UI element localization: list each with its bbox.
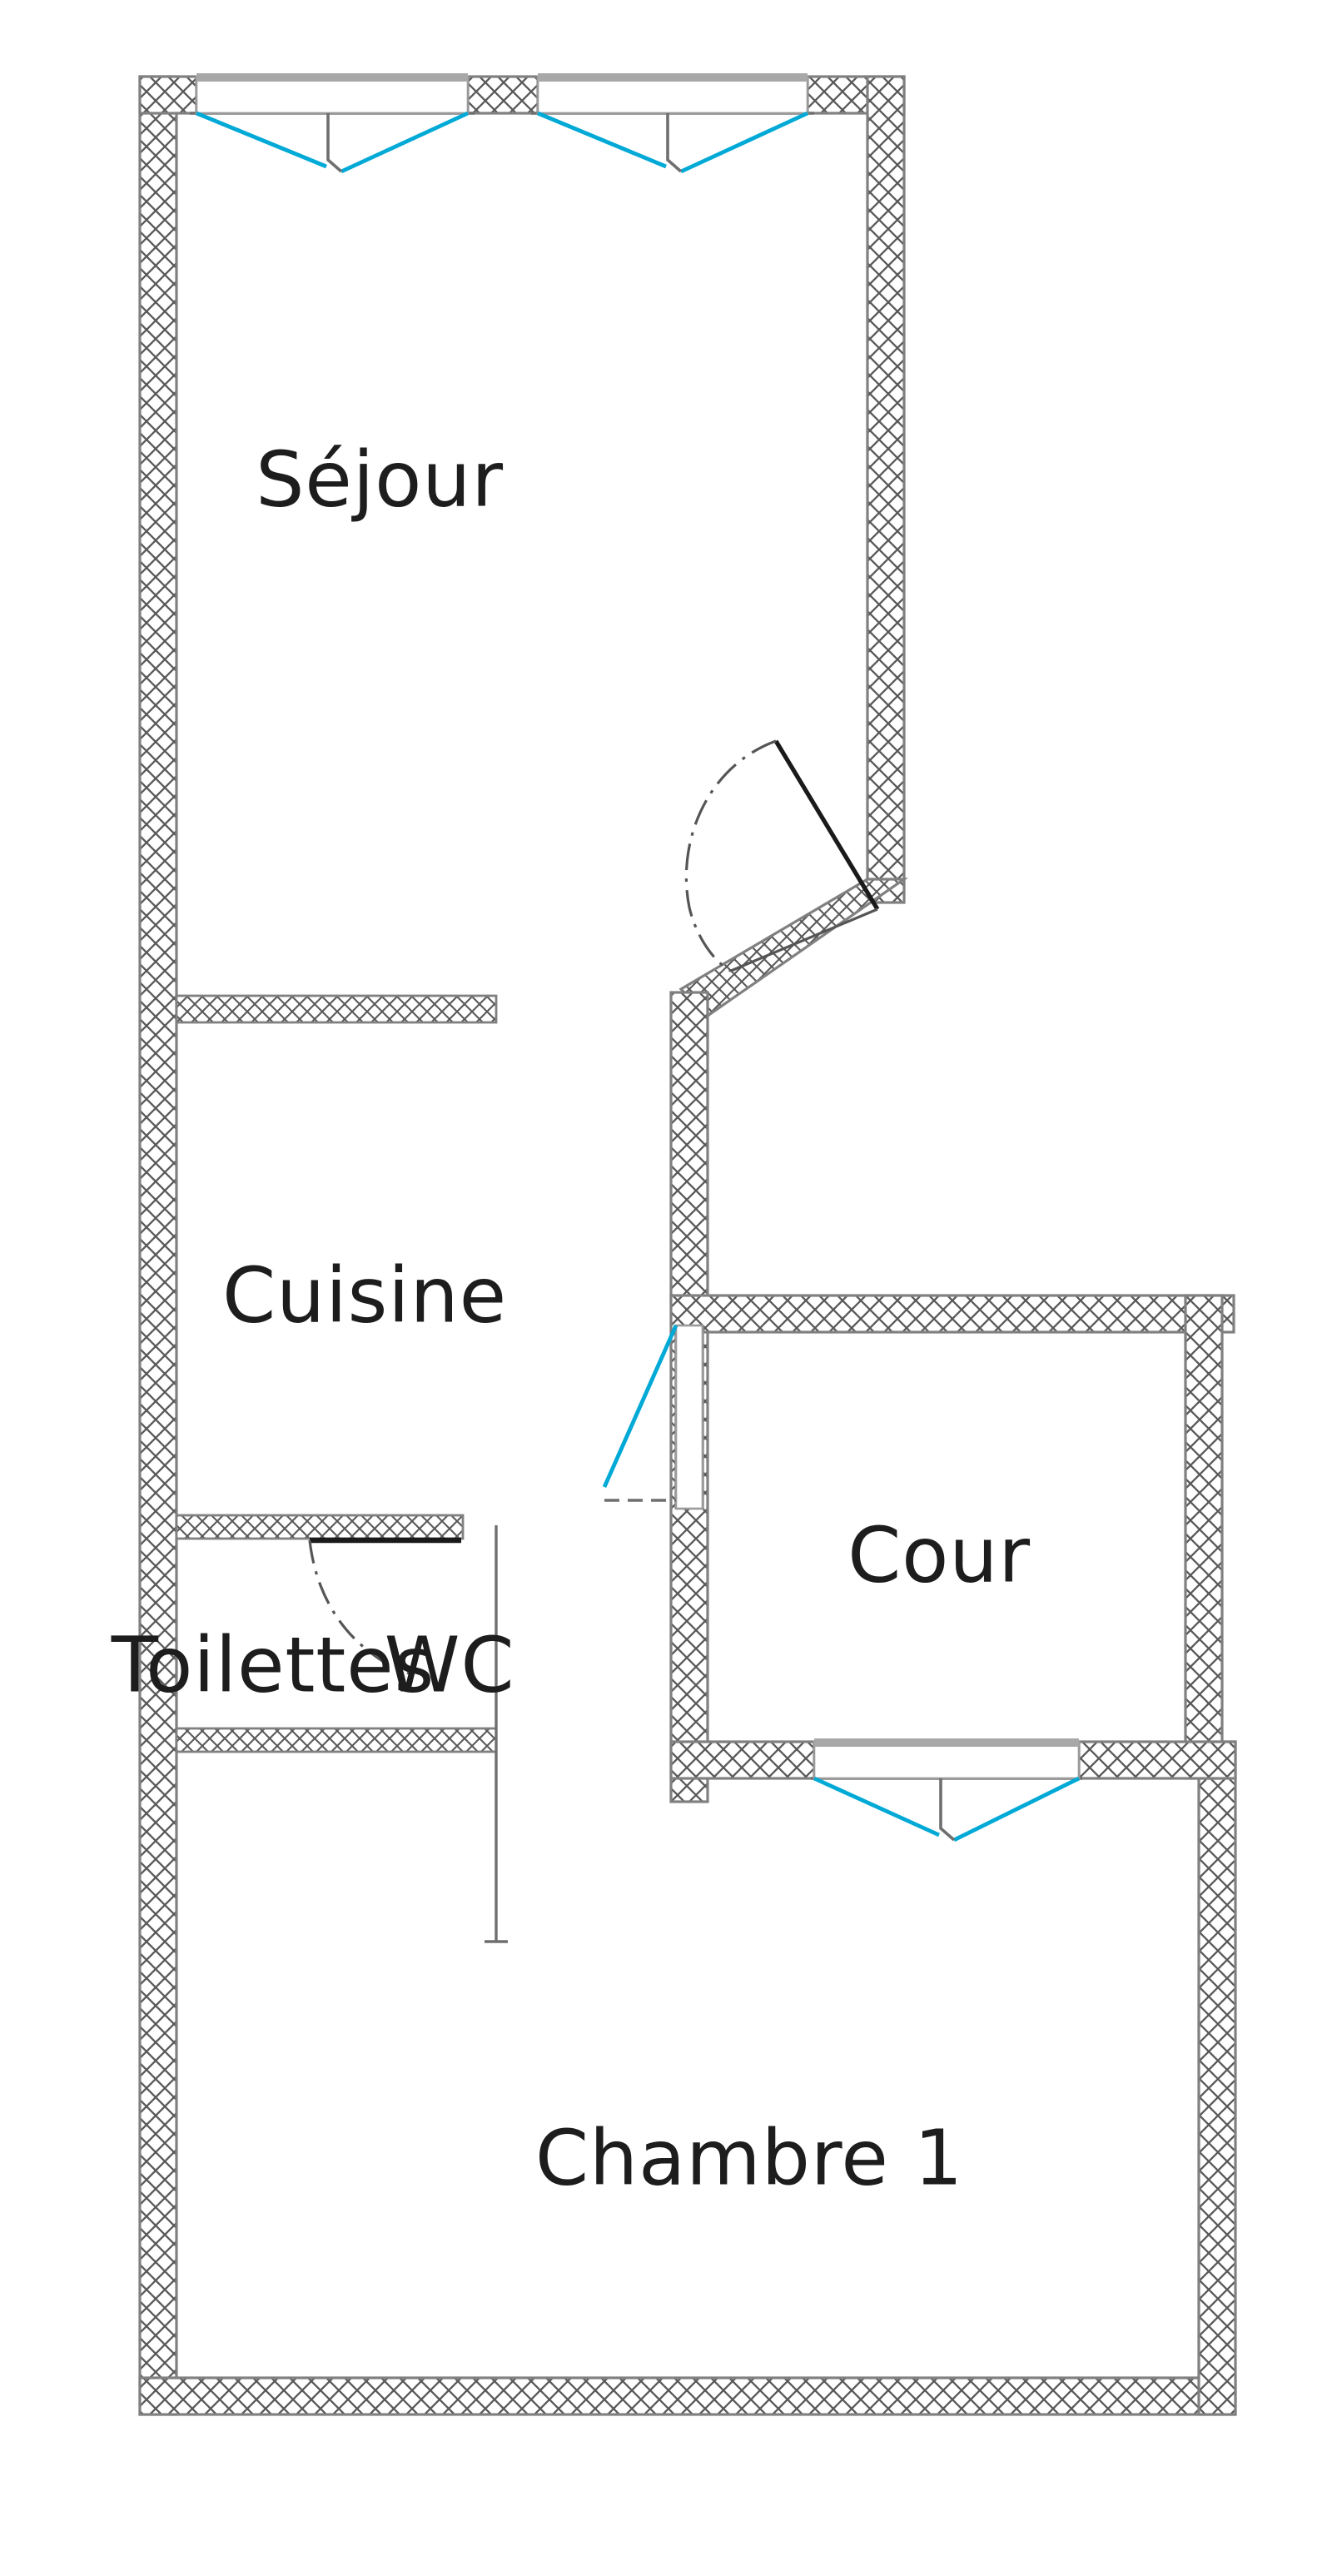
door-wc-arc xyxy=(308,1539,410,1675)
window-sejour-left xyxy=(195,73,470,174)
wall-exterior-south xyxy=(138,2376,1237,2416)
wall-north-corner-left xyxy=(138,75,198,115)
door-entry-arc xyxy=(684,739,777,972)
wall-group xyxy=(138,75,1237,2416)
room-label-toilettes: Toilettes xyxy=(111,1620,435,1709)
door-entry xyxy=(684,739,880,972)
wall-cour-south-left xyxy=(669,1740,816,1780)
door-entry-leaf xyxy=(773,739,880,911)
door-group xyxy=(308,739,880,1675)
wall-partition-wc-south xyxy=(175,1727,498,1753)
wall-exterior-east-lower xyxy=(1197,1740,1237,2416)
wall-partition-sejour-cuisine xyxy=(175,994,498,1024)
door-wc xyxy=(308,1537,461,1675)
wall-cour-south-right xyxy=(1077,1740,1237,1780)
window-chambre-north xyxy=(813,1738,1081,1842)
room-label-cuisine: Cuisine xyxy=(222,1251,507,1340)
room-label-group: Séjour Cuisine Toilettes WC Cour Chambre… xyxy=(111,435,1031,2202)
wall-north-pier-middle xyxy=(466,75,539,115)
wall-cour-north xyxy=(669,1294,1235,1334)
window-group xyxy=(195,73,1081,1842)
room-label-sejour: Séjour xyxy=(256,435,504,524)
door-entry-jamb xyxy=(730,908,878,972)
room-label-wc: WC xyxy=(385,1620,515,1709)
room-label-chambre1: Chambre 1 xyxy=(535,2113,963,2202)
wall-partition-wc-north xyxy=(175,1514,465,1540)
room-label-cour: Cour xyxy=(847,1510,1031,1599)
wall-exterior-west xyxy=(138,75,178,2416)
window-sejour-right xyxy=(536,73,809,174)
wall-sejour-east xyxy=(866,75,906,904)
wall-hall-east xyxy=(669,991,709,1304)
wall-cour-east xyxy=(1184,1294,1224,1780)
window-cuisine-east xyxy=(602,1324,704,1510)
